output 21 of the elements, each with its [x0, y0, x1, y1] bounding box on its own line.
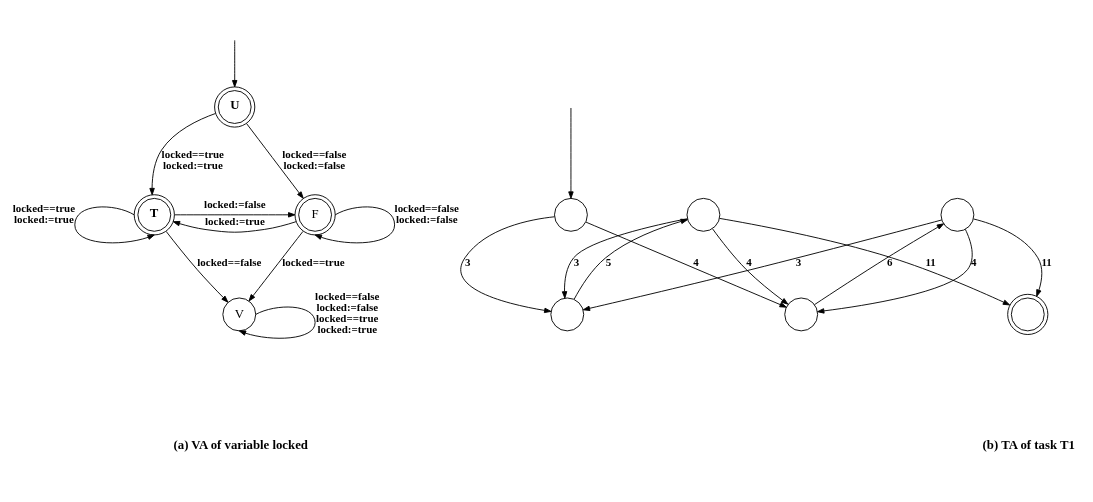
edge-label: 4 — [746, 255, 752, 268]
edge-label: 11 — [1041, 255, 1052, 268]
edge-label: locked:=true — [205, 214, 265, 227]
edge-label: locked==true locked:=true — [161, 147, 224, 171]
edge-label: 6 — [887, 255, 893, 268]
edge-label: 4 — [971, 255, 977, 268]
edge-label: 3 — [795, 255, 802, 268]
edge-label: locked==false locked:=false — [282, 147, 347, 171]
label: (a) VA of variable locked — [173, 437, 308, 452]
edge-label: locked:=false — [204, 197, 266, 210]
edge-label: locked==false locked:=false — [394, 201, 459, 225]
edge-label: locked==true locked:=true — [12, 201, 76, 225]
edge-label: 4 — [693, 255, 699, 268]
edge-label: locked==false — [197, 255, 262, 268]
label: (b) TA of task T1 — [982, 437, 1075, 452]
edge-label: 3 — [464, 255, 471, 268]
edge-label: 5 — [605, 255, 612, 268]
edge-label: locked==true — [282, 255, 345, 268]
edge-label: locked==false locked:=false locked==true locked:=true — [315, 289, 380, 335]
edge-label: 11 — [925, 255, 936, 268]
edge-label: 3 — [573, 255, 580, 268]
